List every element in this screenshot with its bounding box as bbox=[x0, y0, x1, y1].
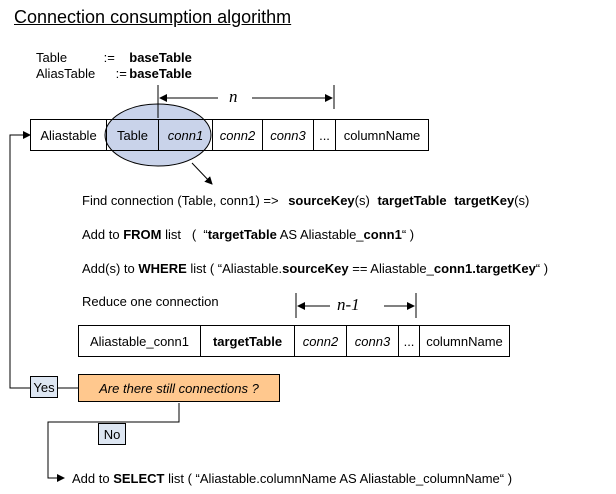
add-where-step: Add(s) to WHERE list ( “Aliastable.sourc… bbox=[82, 261, 548, 276]
find-target-table: targetTable bbox=[377, 193, 447, 208]
where-suffix: “ ) bbox=[535, 261, 549, 276]
assignment-op: := bbox=[115, 66, 127, 81]
no-label: No bbox=[98, 423, 126, 445]
where-mid: list ( “Aliastable. bbox=[186, 261, 283, 276]
from-as: AS Aliastable_ bbox=[276, 227, 364, 242]
assignment-value: baseTable bbox=[129, 50, 192, 65]
find-plural-2: (s) bbox=[514, 193, 530, 208]
from-suffix: “ ) bbox=[401, 227, 415, 242]
yes-loop-line bbox=[9, 131, 78, 389]
second-row-cell: ... bbox=[398, 326, 419, 356]
from-keyword: FROM bbox=[123, 227, 162, 242]
where-source-key: sourceKey bbox=[282, 261, 349, 276]
where-dot: . bbox=[472, 261, 476, 276]
from-conn: conn1 bbox=[363, 227, 402, 242]
second-row-cell: conn2 bbox=[294, 326, 346, 356]
yes-label: Yes bbox=[30, 376, 58, 398]
n-span-label: n bbox=[229, 87, 238, 106]
find-prefix: Find connection (Table, conn1) => bbox=[82, 193, 283, 208]
assignment-name: AliasTable bbox=[36, 66, 96, 81]
first-row-cell: conn2 bbox=[212, 120, 262, 150]
first-row-cell: conn1 bbox=[158, 120, 212, 150]
ellipse-to-find-arrow bbox=[191, 162, 213, 185]
assignment-op: := bbox=[103, 50, 115, 65]
first-row-cell: columnName bbox=[335, 120, 428, 150]
assignment-table: Table := baseTable bbox=[36, 50, 192, 66]
where-keyword: WHERE bbox=[138, 261, 187, 276]
reduce-step: Reduce one connection bbox=[82, 294, 219, 309]
first-row-cell: conn3 bbox=[262, 120, 313, 150]
second-row: Aliastable_conn1 targetTable conn2 conn3… bbox=[78, 325, 510, 357]
n1-span-label: n-1 bbox=[337, 295, 360, 314]
first-row-cell: ... bbox=[313, 120, 335, 150]
second-row-cell: conn3 bbox=[346, 326, 398, 356]
assignment-aliastable: AliasTable := baseTable bbox=[36, 66, 192, 82]
find-source-key: sourceKey bbox=[288, 193, 355, 208]
first-row-cell: Table bbox=[106, 120, 158, 150]
decision-box: Are there still connections ? bbox=[78, 374, 280, 402]
first-row-cell: Aliastable bbox=[40, 127, 97, 143]
from-prefix: Add to bbox=[82, 227, 124, 242]
diagram-title: Connection consumption algorithm bbox=[14, 7, 292, 27]
add-select-step: Add to SELECT list ( “Aliastable.columnN… bbox=[72, 471, 512, 486]
first-row: Aliastable Table conn1 conn2 conn3 ... c… bbox=[30, 119, 429, 151]
from-target-table: targetTable bbox=[207, 227, 277, 242]
add-from-step: Add to FROM list ( “targetTable AS Alias… bbox=[82, 227, 414, 242]
find-target-key: targetKey bbox=[454, 193, 515, 208]
second-row-cell: columnName bbox=[419, 326, 509, 356]
find-plural-1: (s) bbox=[354, 193, 370, 208]
select-keyword: SELECT bbox=[113, 471, 165, 486]
from-mid: list ( “ bbox=[161, 227, 208, 242]
find-connection-step: Find connection (Table, conn1) => source… bbox=[82, 193, 529, 208]
second-row-cell: Aliastable_conn1 bbox=[89, 333, 190, 349]
second-row-cell: targetTable bbox=[200, 326, 294, 356]
select-rest: list ( “Aliastable.columnName AS Aliasta… bbox=[164, 471, 513, 486]
where-conn: conn1 bbox=[433, 261, 473, 276]
select-prefix: Add to bbox=[72, 471, 114, 486]
assignment-name: Table bbox=[36, 50, 68, 65]
where-prefix: Add(s) to bbox=[82, 261, 139, 276]
where-eq: == Aliastable_ bbox=[348, 261, 434, 276]
where-target-key: targetKey bbox=[475, 261, 536, 276]
assignment-value: baseTable bbox=[129, 66, 192, 81]
